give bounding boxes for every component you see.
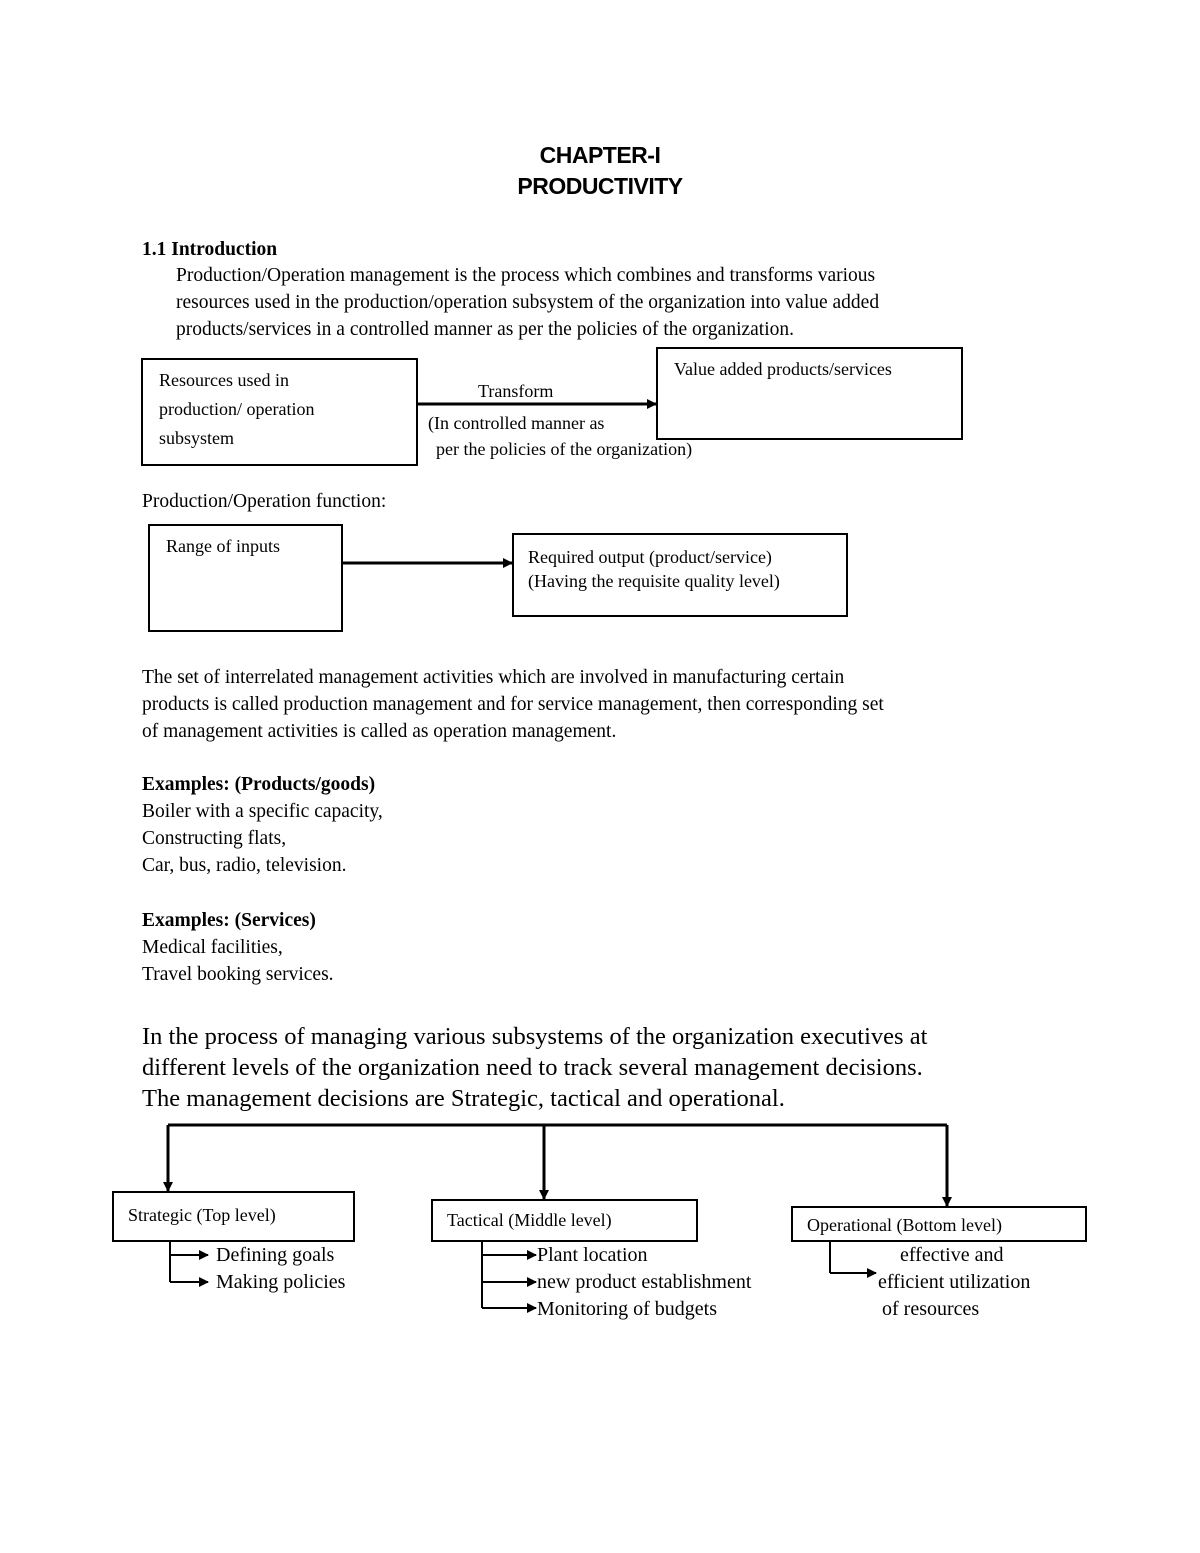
operational-item: of resources (882, 1298, 980, 1320)
strategic-items: Defining goals Making policies (216, 1242, 345, 1296)
value-added-label: Value added products/services (674, 359, 892, 379)
example-item: Boiler with a specific capacity, (142, 801, 383, 822)
resources-box: Resources used in production/ operation … (141, 358, 418, 466)
decisions-line: In the process of managing various subsy… (142, 1023, 928, 1050)
resources-line: Resources used in (159, 370, 289, 390)
transform-note-line: per the policies of the organization) (436, 439, 693, 459)
tactical-item: Monitoring of budgets (537, 1298, 717, 1320)
resources-label: Resources used in production/ operation … (159, 366, 314, 453)
example-item: Car, bus, radio, television. (142, 855, 347, 876)
intro-line: products/services in a controlled manner… (176, 319, 795, 340)
example-item: Constructing flats, (142, 828, 287, 849)
strategic-item: Making policies (216, 1271, 346, 1293)
paragraph-line: of management activities is called as op… (142, 721, 617, 742)
decisions-paragraph: In the process of managing various subsy… (142, 1021, 1058, 1114)
paragraph-line: The set of interrelated management activ… (142, 667, 845, 688)
examples-services: Examples: (Services) Medical facilities,… (142, 907, 334, 988)
decisions-line: The management decisions are Strategic, … (142, 1085, 785, 1112)
tactical-item: Plant location (537, 1244, 648, 1266)
output-line: (Having the requisite quality level) (528, 571, 780, 591)
decisions-line: different levels of the organization nee… (142, 1054, 923, 1081)
example-item: Travel booking services. (142, 964, 334, 985)
intro-line: Production/Operation management is the p… (176, 265, 876, 286)
intro-paragraph: Production/Operation management is the p… (176, 262, 1056, 343)
inputs-box: Range of inputs (148, 524, 343, 632)
resources-line: subsystem (159, 428, 235, 448)
operational-items: effective and efficient utilization of r… (878, 1242, 1030, 1323)
strategic-item: Defining goals (216, 1244, 335, 1266)
operational-box: Operational (Bottom level) (791, 1206, 1087, 1242)
examples-products: Examples: (Products/goods) Boiler with a… (142, 771, 383, 879)
examples-products-heading: Examples: (Products/goods) (142, 774, 376, 795)
transform-label: Transform (478, 381, 554, 401)
section-heading: 1.1 Introduction (142, 239, 278, 260)
output-label: Required output (product/service) (Havin… (528, 545, 780, 593)
page-title: PRODUCTIVITY (517, 173, 683, 199)
output-line: Required output (product/service) (528, 547, 772, 567)
intro-line: resources used in the production/operati… (176, 292, 880, 313)
management-paragraph: The set of interrelated management activ… (142, 664, 1058, 745)
resources-line: production/ operation (159, 399, 315, 419)
value-added-box: Value added products/services (656, 347, 963, 440)
paragraph-line: products is called production management… (142, 694, 884, 715)
transform-note-line: (In controlled manner as (428, 413, 605, 433)
tactical-box: Tactical (Middle level) (431, 1199, 698, 1242)
strategic-box: Strategic (Top level) (112, 1191, 355, 1242)
output-box: Required output (product/service) (Havin… (512, 533, 848, 617)
tactical-item: new product establishment (537, 1271, 752, 1293)
example-item: Medical facilities, (142, 937, 283, 958)
tactical-items: Plant location new product establishment… (537, 1242, 751, 1323)
operational-item: efficient utilization (878, 1271, 1031, 1293)
tactical-label: Tactical (Middle level) (447, 1210, 612, 1230)
function-heading: Production/Operation function: (142, 491, 387, 512)
strategic-label: Strategic (Top level) (128, 1205, 276, 1225)
operational-item: effective and (900, 1244, 1004, 1266)
operational-label: Operational (Bottom level) (807, 1215, 1002, 1235)
inputs-label: Range of inputs (166, 536, 280, 556)
examples-services-heading: Examples: (Services) (142, 910, 316, 931)
transform-note: (In controlled manner as per the policie… (428, 410, 692, 462)
chapter-heading: CHAPTER-I (539, 142, 661, 168)
